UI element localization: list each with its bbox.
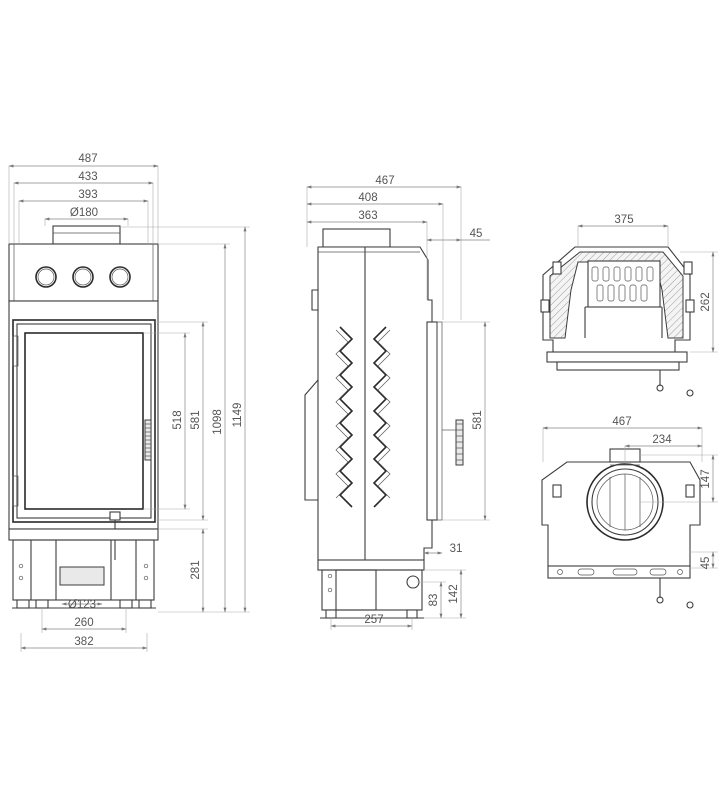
dim-offset-45: 45 (470, 228, 483, 240)
dim-depth-257: 257 (364, 614, 383, 626)
flue-collar (52, 225, 121, 245)
side-body (317, 246, 433, 561)
top-plan-view: 467 234 147 45 (541, 416, 718, 609)
base-plate (8, 528, 159, 541)
dim-leg-spacing: 260 (74, 617, 93, 629)
dim-air-inlet-diameter: Ø123 (68, 599, 96, 611)
dim-height-262: 262 (700, 292, 712, 311)
fire-grate (587, 260, 661, 308)
dim-plan-width-467: 467 (612, 416, 631, 428)
dim-width-375: 375 (614, 214, 633, 226)
dim-height-45: 45 (700, 557, 712, 570)
dim-width-393: 393 (78, 189, 97, 201)
side-base-frame (321, 569, 423, 611)
dim-width-234: 234 (652, 434, 672, 446)
firebox-body (8, 300, 159, 530)
front-view: 487 433 393 Ø180 518 581 1098 1149 281 (8, 153, 250, 652)
convection-outlet (109, 266, 131, 288)
convection-outlet (72, 266, 94, 288)
dim-base-height: 281 (190, 560, 202, 579)
dim-height-142: 142 (448, 584, 460, 603)
door-handle (455, 419, 464, 466)
dim-total-width: 487 (78, 153, 97, 165)
door-frame (12, 319, 156, 523)
heat-exchanger-baffle (338, 326, 354, 508)
dim-base-width: 382 (74, 636, 93, 648)
flue-collar (322, 228, 391, 248)
dim-depth-363: 363 (358, 210, 377, 222)
dim-door-height: 581 (190, 410, 202, 429)
dim-offset-31: 31 (450, 543, 463, 555)
convection-outlet (35, 266, 57, 288)
dim-side-door-height: 581 (472, 410, 484, 429)
dim-width-433: 433 (78, 171, 97, 183)
dim-height-147: 147 (700, 469, 712, 488)
air-inlet (59, 566, 105, 586)
door-profile (426, 321, 438, 521)
dim-flue-diameter: Ø180 (70, 207, 98, 219)
section-door (546, 351, 688, 363)
plan-outline (541, 461, 701, 567)
top-section-view: 375 262 (540, 214, 718, 397)
dim-depth-467: 467 (375, 175, 394, 187)
dim-height-83: 83 (428, 594, 440, 607)
grate-slots (591, 266, 654, 302)
dim-glass-height: 518 (172, 410, 184, 429)
top-chamber (8, 243, 159, 302)
dim-depth-408: 408 (358, 192, 377, 204)
base-frame (12, 539, 155, 601)
dim-total-height: 1149 (232, 403, 244, 428)
heat-exchanger-baffle (372, 326, 388, 508)
side-view: 467 408 363 45 581 31 83 142 257 (304, 175, 490, 630)
glass-panel (24, 332, 144, 510)
plan-front-frame (547, 565, 691, 579)
dim-height-1098: 1098 (212, 409, 224, 435)
